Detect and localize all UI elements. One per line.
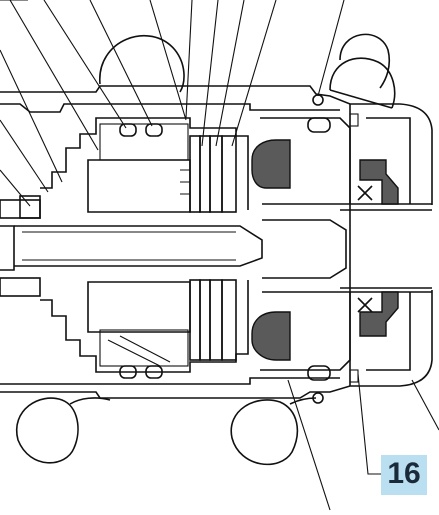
top-mounting-bosses [99, 33, 396, 109]
piston-lower [40, 279, 249, 373]
bottom-mounting-bosses [15, 397, 317, 466]
o-rings-lower [119, 365, 331, 404]
piston-upper [40, 117, 249, 213]
callout-label: 16 [387, 457, 421, 490]
main-shaft [14, 203, 432, 293]
seal-blocks [251, 139, 399, 361]
left-end-cap [0, 195, 41, 297]
callout-badge [381, 455, 427, 495]
outer-housing [0, 85, 433, 399]
